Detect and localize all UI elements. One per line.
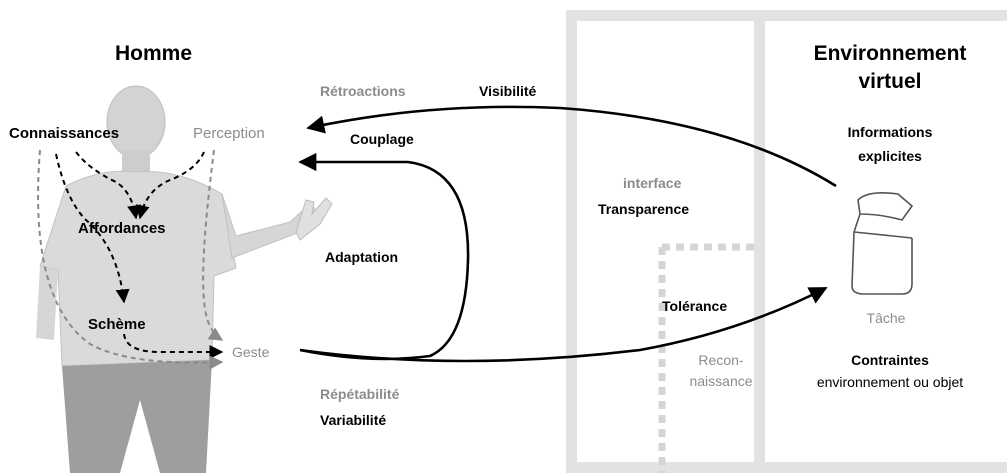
human-title: Homme xyxy=(115,42,193,65)
tolerance-arrow xyxy=(299,286,828,363)
human-figure xyxy=(36,85,333,473)
repeatability-label: Répétabilité xyxy=(320,386,400,402)
perception-label: Perception xyxy=(193,125,265,142)
constraints-detail-label: environnement ou objet xyxy=(816,374,964,390)
knowledge-to-scheme-arrow xyxy=(55,153,130,304)
recognition-zone xyxy=(658,243,754,473)
info-label-line1: Informations xyxy=(847,124,933,140)
outer-gray-flows xyxy=(37,149,224,370)
tolerance-label: Tolérance xyxy=(662,298,728,314)
perception-to-affordances-arrow xyxy=(135,151,205,220)
constraints-label: Contraintes xyxy=(851,352,929,368)
visibility-label: Visibilité xyxy=(479,83,537,99)
perception-to-gesture-gray-arrow xyxy=(202,149,224,341)
feedback-label: Rétroactions xyxy=(320,83,406,99)
interface-panel xyxy=(566,10,1007,473)
gesture-label: Geste xyxy=(232,344,270,360)
coupling-label: Couplage xyxy=(350,131,414,147)
info-label-line2: explicites xyxy=(858,148,922,164)
task-label: Tâche xyxy=(866,310,906,326)
knowledge-to-gesture-gray-arrow xyxy=(37,149,224,370)
variability-label: Variabilité xyxy=(320,412,387,428)
transparency-label: Transparence xyxy=(598,201,690,217)
recognition-label-line1: Recon- xyxy=(698,352,744,368)
task-box-icon xyxy=(851,192,914,295)
feedback-arrow xyxy=(306,105,837,188)
environment-title-line1: Environnement xyxy=(813,42,967,65)
cognitive-flows xyxy=(55,151,224,359)
main-flows xyxy=(298,105,837,363)
knowledge-to-affordances-arrow xyxy=(75,151,141,220)
recognition-label-line2: naissance xyxy=(689,373,753,389)
adaptation-label: Adaptation xyxy=(325,249,399,265)
scheme-label: Schème xyxy=(88,316,146,333)
scheme-to-gesture-arrow xyxy=(123,333,224,359)
environment-title-line2: virtuel xyxy=(858,70,922,93)
interface-label: interface xyxy=(623,175,682,191)
affordances-label: Affordances xyxy=(78,220,166,237)
knowledge-label: Connaissances xyxy=(9,125,120,142)
